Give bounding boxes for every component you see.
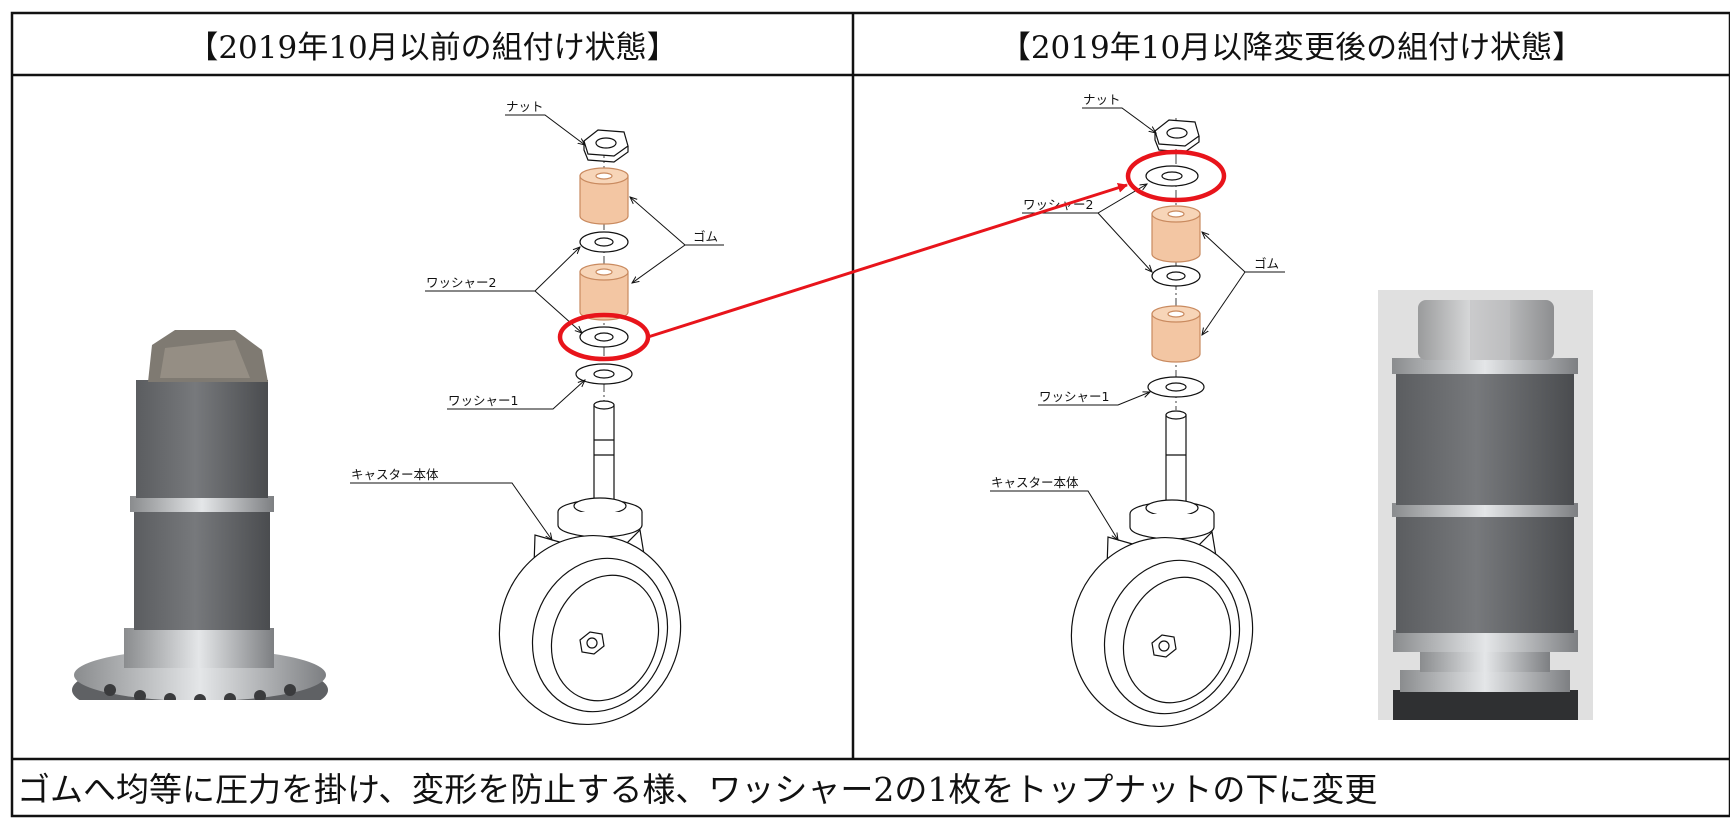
right-assembly-drawing xyxy=(1070,118,1254,728)
change-highlight xyxy=(557,149,1227,362)
left-leader-lines xyxy=(350,114,724,540)
change-note: ゴムへ均等に圧力を掛け、変形を防止する様、ワッシャー2の1枚をトップナットの下に… xyxy=(17,770,1378,809)
relocation-arrow xyxy=(647,182,1128,339)
table-grid xyxy=(10,11,1730,818)
left-column-title: 【2019年10月以前の組付け状態】 xyxy=(187,29,678,66)
right-rubber-label: ゴム xyxy=(1254,256,1279,271)
left-labels: ナット ゴム ワッシャー2 ワッシャー1 キャスター本体 xyxy=(351,99,718,482)
left-washer1-label: ワッシャー1 xyxy=(448,393,518,408)
left-assembly-drawing xyxy=(498,129,682,726)
right-washer1-label: ワッシャー1 xyxy=(1039,389,1109,404)
right-photo xyxy=(1378,290,1593,720)
right-labels: ナット ワッシャー2 ゴム ワッシャー1 キャスター本体 xyxy=(991,92,1279,490)
left-caster-body-label: キャスター本体 xyxy=(351,467,439,482)
left-nut-label: ナット xyxy=(506,99,544,114)
new-washer-position-circle xyxy=(1125,149,1227,203)
right-leader-lines xyxy=(990,107,1285,540)
left-washer2-label: ワッシャー2 xyxy=(426,275,496,290)
right-column-title: 【2019年10月以降変更後の組付け状態】 xyxy=(999,29,1584,66)
right-nut-label: ナット xyxy=(1083,92,1121,107)
left-rubber-label: ゴム xyxy=(693,229,718,244)
left-photo xyxy=(72,320,329,720)
right-caster-body-label: キャスター本体 xyxy=(991,475,1079,490)
